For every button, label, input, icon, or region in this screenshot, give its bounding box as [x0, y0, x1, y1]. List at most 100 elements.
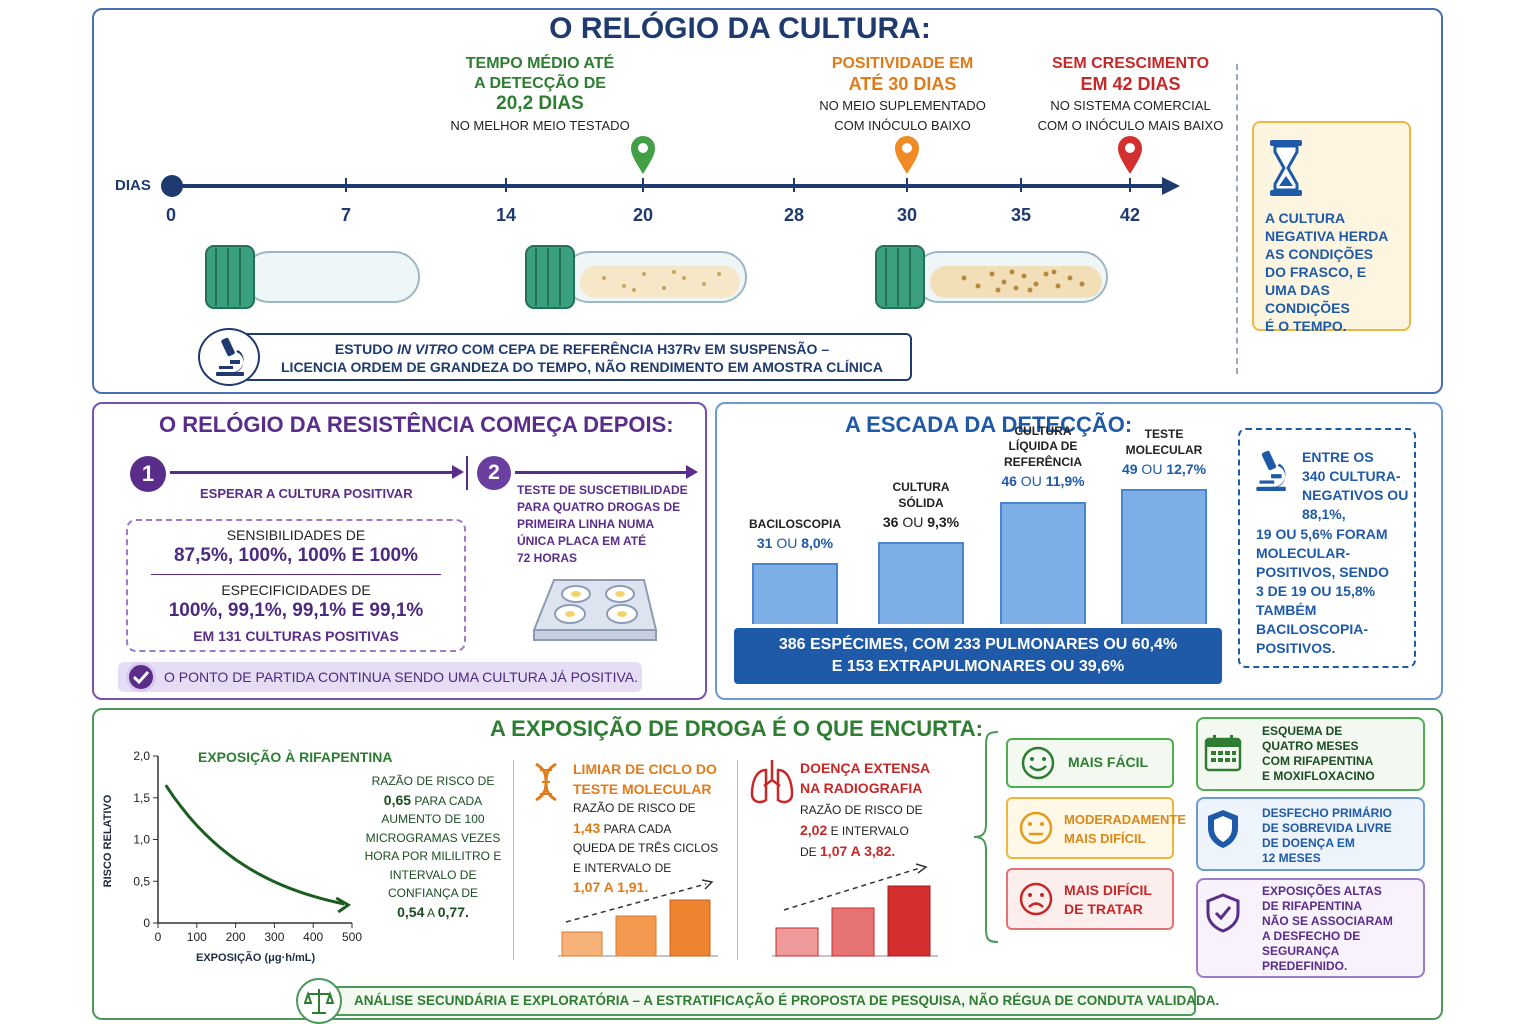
x-tick-label: 400 — [303, 930, 323, 944]
hazard-ratio-text: RAZÃO DE RISCO DE 0,65 PARA CADA AUMENTO… — [358, 772, 508, 922]
callout-line: TAMBÉM — [1256, 602, 1317, 618]
ct-title-1: LIMIAR DE CICLO DO — [573, 761, 717, 777]
ct-line: 1,43 PARA CADA — [573, 819, 733, 840]
few-colonies-tube-icon — [525, 245, 747, 309]
tick-label: 7 — [340, 205, 351, 225]
detection-bar — [1121, 489, 1207, 624]
detection-bar-percent: 9,3% — [927, 514, 960, 531]
step2-line: PARA QUATRO DROGAS DE — [517, 500, 681, 514]
tick-mark-14 — [505, 178, 507, 192]
card-line: EXPOSIÇÕES ALTAS — [1262, 884, 1382, 898]
y-tick-label: 0 — [143, 916, 150, 930]
accuracy-rule — [151, 574, 441, 575]
hourglass-icon — [1270, 140, 1302, 196]
neutral-face-icon — [1019, 811, 1053, 845]
microscope-icon — [1256, 450, 1286, 491]
hr-line: CONFIANÇA DE — [387, 886, 478, 900]
detection-bar-label-line: SÓLIDA — [898, 495, 944, 510]
hr-text: PARA CADA — [414, 793, 483, 808]
card-line: SEGURANÇA — [1262, 944, 1340, 958]
tick-mark-35 — [1020, 178, 1022, 192]
ct-rising-bars — [558, 879, 718, 957]
detection-bar-or: OU — [1016, 473, 1046, 490]
accuracy-box — [126, 519, 466, 652]
culture-clock-panel — [92, 8, 1443, 394]
detection-bar-label-line: LÍQUIDA DE — [1008, 439, 1078, 454]
panel4-divider-2 — [737, 760, 738, 960]
callout-line: 88,1%, — [1302, 506, 1346, 522]
callout-line: A CULTURA — [1265, 210, 1346, 226]
frowning-face-icon — [1019, 882, 1053, 916]
tick-label: 35 — [1010, 205, 1032, 225]
ct-title-2: TESTE MOLECULAR — [573, 780, 712, 797]
specimens-line1: 386 ESPÉCIMES, COM 233 PULMONARES OU 60,… — [778, 636, 1178, 653]
regimen-text: ESQUEMA DE QUATRO MESES COM RIFAPENTINA … — [1262, 724, 1375, 784]
primary-outcome-text: DESFECHO PRIMÁRIO DE SOBREVIDA LIVRE DE … — [1262, 806, 1392, 866]
detection-ladder-title: A ESCADA DA DETECÇÃO: — [845, 412, 1133, 437]
cultures-count: EM 131 CULTURAS POSITIVAS — [193, 628, 399, 644]
tick-mark-7 — [345, 178, 347, 192]
detection-bar — [878, 542, 964, 624]
rifapentine-xlabel: EXPOSIÇÃO (μg·h/mL) — [196, 952, 316, 964]
molecular-callout — [1238, 428, 1416, 668]
milestone-median-l1: TEMPO MÉDIO ATÉ — [465, 55, 615, 72]
callout-line: MOLECULAR- — [1256, 545, 1351, 561]
tick-label: 14 — [495, 205, 517, 225]
culture-time-callout-text: A CULTURA NEGATIVA HERDA AS CONDIÇÕES DO… — [1265, 209, 1405, 335]
ci-low: 0,54 — [397, 903, 425, 920]
detection-bar-label-line: CULTURA — [892, 480, 950, 495]
detection-bar-percent: 11,9% — [1045, 473, 1085, 490]
step2-badge: 2 — [477, 456, 511, 490]
face-harder-card — [1006, 868, 1174, 930]
ed-line: 2,02 E INTERVALO — [800, 820, 960, 841]
y-tick-label: 0,5 — [133, 874, 150, 888]
check-icon — [133, 670, 149, 684]
detection-bar — [1000, 501, 1086, 624]
detection-bar-percent: 8,0% — [801, 535, 834, 552]
in-vitro-note-text: ESTUDO IN VITRO COM CEPA DE REFERÊNCIA H… — [262, 340, 902, 376]
callout-line: BACILOSCOPIA- — [1256, 621, 1368, 637]
detection-bar-value: 31 OU 8,0% — [732, 535, 858, 552]
ed-line: DE 1,07 A 3,82. — [800, 841, 960, 862]
detection-bar-label-line: CULTURA — [1014, 423, 1072, 438]
milestone-median-l3: 20,2 DIAS — [496, 93, 584, 114]
ed-text: DE — [800, 845, 817, 859]
callout-line: NEGATIVA HERDA — [1265, 228, 1389, 244]
panel4-divider-1 — [513, 760, 514, 960]
milestone-no-growth: SEM CRESCIMENTO EM 42 DIAS NO SISTEMA CO… — [1028, 54, 1233, 136]
sens-values: 87,5%, 100%, 100% E 100% — [173, 545, 418, 566]
x-tick-label: 0 — [155, 930, 162, 944]
accuracy-content: SENSIBILIDADES DE 87,5%, 100%, 100% E 10… — [128, 527, 464, 644]
callout-line: ENTRE OS — [1302, 449, 1374, 465]
tick-label: 0 — [165, 205, 176, 225]
red-pin-icon — [1118, 136, 1142, 174]
detection-bar-label-line: MOLECULAR — [1125, 442, 1203, 457]
molecular-callout-top: ENTRE OS 340 CULTURA- NEGATIVOS OU 88,1%… — [1302, 448, 1412, 524]
in-vitro-note-line2: LICENCIA ORDEM DE GRANDEZA DO TEMPO, NÃO… — [281, 359, 883, 375]
balance-scale-icon — [304, 989, 334, 1014]
ed-hr: 2,02 — [800, 822, 828, 838]
detection-bar-count: 49 — [1121, 461, 1138, 477]
curve-arrowhead — [335, 896, 352, 914]
ct-line: RAZÃO DE RISCO DE — [573, 801, 696, 815]
hr-line: RAZÃO DE RISCO DE — [371, 774, 495, 788]
in-vitro-note-line1: ESTUDO IN VITRO COM CEPA DE REFERÊNCIA H… — [262, 340, 902, 358]
dna-icon — [535, 762, 557, 802]
milestone-positivity-l1: POSITIVIDADE EM — [831, 55, 974, 72]
step1-arrow — [170, 471, 455, 474]
milestone-median: TEMPO MÉDIO ATÉ A DETECÇÃO DE 20,2 DIAS … — [430, 54, 650, 136]
shield-check-icon — [1206, 893, 1240, 933]
step2-arrowhead-icon — [686, 465, 698, 479]
microscope-badge — [198, 328, 260, 386]
detection-bar-label-line: REFERÊNCIA — [1003, 454, 1082, 469]
milestone-positivity-l3: NO MEIO SUPLEMENTADO — [819, 98, 986, 113]
molecular-callout-bottom: 19 OU 5,6% FORAM MOLECULAR- POSITIVOS, S… — [1256, 525, 1414, 658]
face-moderate-label: MODERADAMENTE MAIS DIFÍCIL — [1064, 810, 1186, 848]
drug-exposure-title: A EXPOSIÇÃO DE DROGA É O QUE ENCURTA: — [490, 716, 984, 741]
timeline-axis — [172, 184, 1167, 188]
milestone-positivity: POSITIVIDADE EM ATÉ 30 DIAS NO MEIO SUPL… — [800, 54, 1005, 136]
step2-arrow — [515, 471, 687, 474]
exploratory-text: ANÁLISE SECUNDÁRIA E EXPLORATÓRIA – A ES… — [354, 993, 1220, 1008]
